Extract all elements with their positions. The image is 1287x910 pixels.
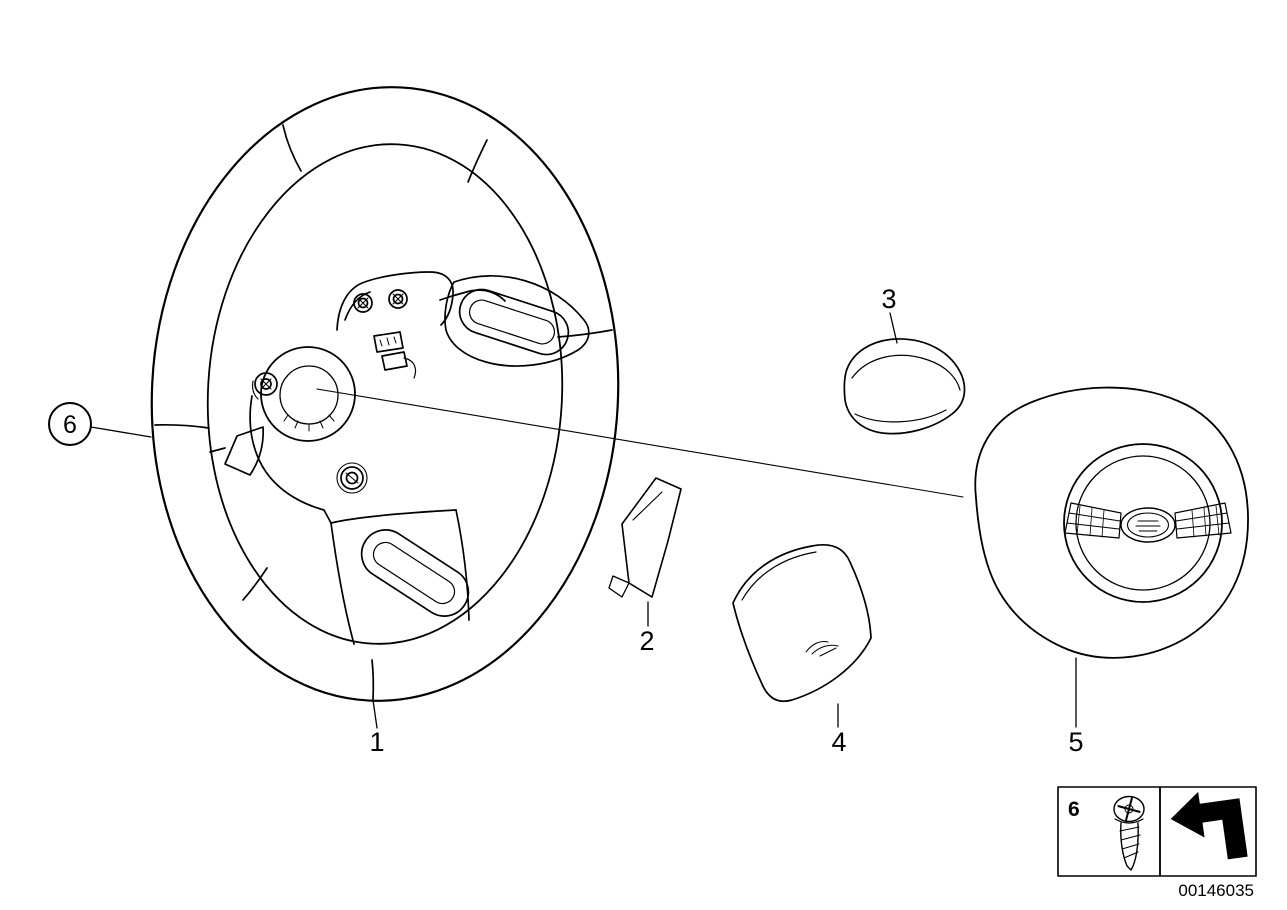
wheel-rim-inner [206,143,564,645]
part5-label: 5 [1068,727,1083,757]
left-spoke [224,426,264,476]
rim-seam [282,124,302,172]
hub-screw-top-left [353,293,373,313]
hub-top-bracket [336,271,454,331]
screw-icon [1113,795,1145,871]
leader-part1 [372,699,378,729]
column-boss [260,346,356,442]
right-spoke [444,275,590,367]
hub-connector-block [373,331,404,353]
callout-circle [48,402,92,446]
airbag-ring-outer [1063,443,1223,603]
right-spoke-slot-inner [468,299,556,345]
rim-seam [371,659,375,700]
bottom-spoke-slot [360,529,470,617]
bottom-spoke-edge [455,509,470,621]
airbag-ring-inner [1075,455,1211,591]
airbag-outline [974,386,1249,659]
part4-cover [732,543,872,703]
legend-item-label: 6 [1068,798,1080,821]
part6-callout: 6 [48,402,92,446]
hub-bolt-left [252,372,278,400]
mini-wings-logo [1064,502,1232,543]
bottom-spoke-edge [330,522,355,645]
leader-part3 [889,312,898,344]
hub-casting-edge [249,395,332,524]
leader-lines [90,312,1077,729]
leader-part6 [90,426,152,438]
left-spoke-line [209,447,226,453]
installation-direction-arrow-icon [1170,791,1248,860]
right-spoke-slot [458,288,570,356]
legend: 6 [1057,786,1257,877]
wheel-rim-outer [150,86,620,702]
part4-label: 4 [831,727,846,757]
rim-seam [467,139,488,183]
part5-airbag-module [974,386,1249,659]
rim-seam [557,329,613,338]
part1-label: 1 [369,727,384,757]
document-number: 00146035 [1178,881,1254,900]
hub-screw-lower [336,462,368,494]
hub-lower-edge [330,509,457,524]
rim-seam [154,423,210,429]
part6-label: 6 [63,411,77,439]
jcw-logo [805,641,839,657]
connector-wire [403,357,417,379]
part2-label: 2 [639,626,654,656]
hub-connector-block [381,351,408,371]
reference-line-hub-to-airbag [316,388,964,498]
rim-seam [242,567,268,601]
part3-cover [843,338,966,435]
legend-arrow-box [1159,786,1257,877]
part2-clip [608,477,682,598]
spline-ticks [283,414,335,432]
bottom-spoke-slot-inner [372,541,456,605]
steering-wheel [150,86,620,702]
connector-pins [379,336,397,347]
hub-screw-top-right [388,289,408,309]
part3-label: 3 [881,284,896,314]
